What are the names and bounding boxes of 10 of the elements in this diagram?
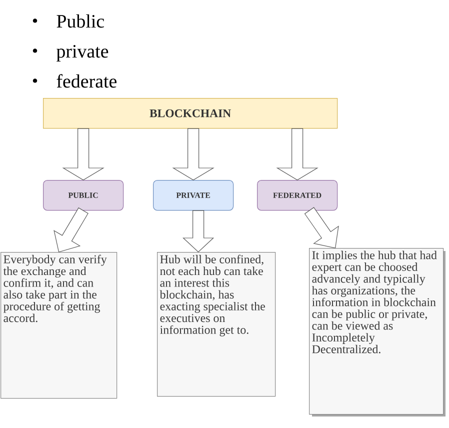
description-box: Hub will be confined, not each hub can take an interest this blockchain, has exacting specialist the executives on information get to. <box>157 252 276 397</box>
block-arrow <box>276 128 318 180</box>
description-box: It implies the hub that had expert can be choosed advancely and typically has organizations, the information in blockchain can be public or private, can be viewed as Incompletely Decentralized. <box>309 248 446 416</box>
list-item: private <box>56 44 108 62</box>
list-item: Public <box>56 14 104 28</box>
block-arrow <box>172 128 214 180</box>
description-box: Everybody can verify the exchange and confirm it, and can also take part in the procedure of getting accord. <box>0 252 118 399</box>
block-arrow <box>182 210 214 252</box>
block-arrow <box>62 128 104 180</box>
header-box: BLOCKCHAIN <box>43 98 338 129</box>
